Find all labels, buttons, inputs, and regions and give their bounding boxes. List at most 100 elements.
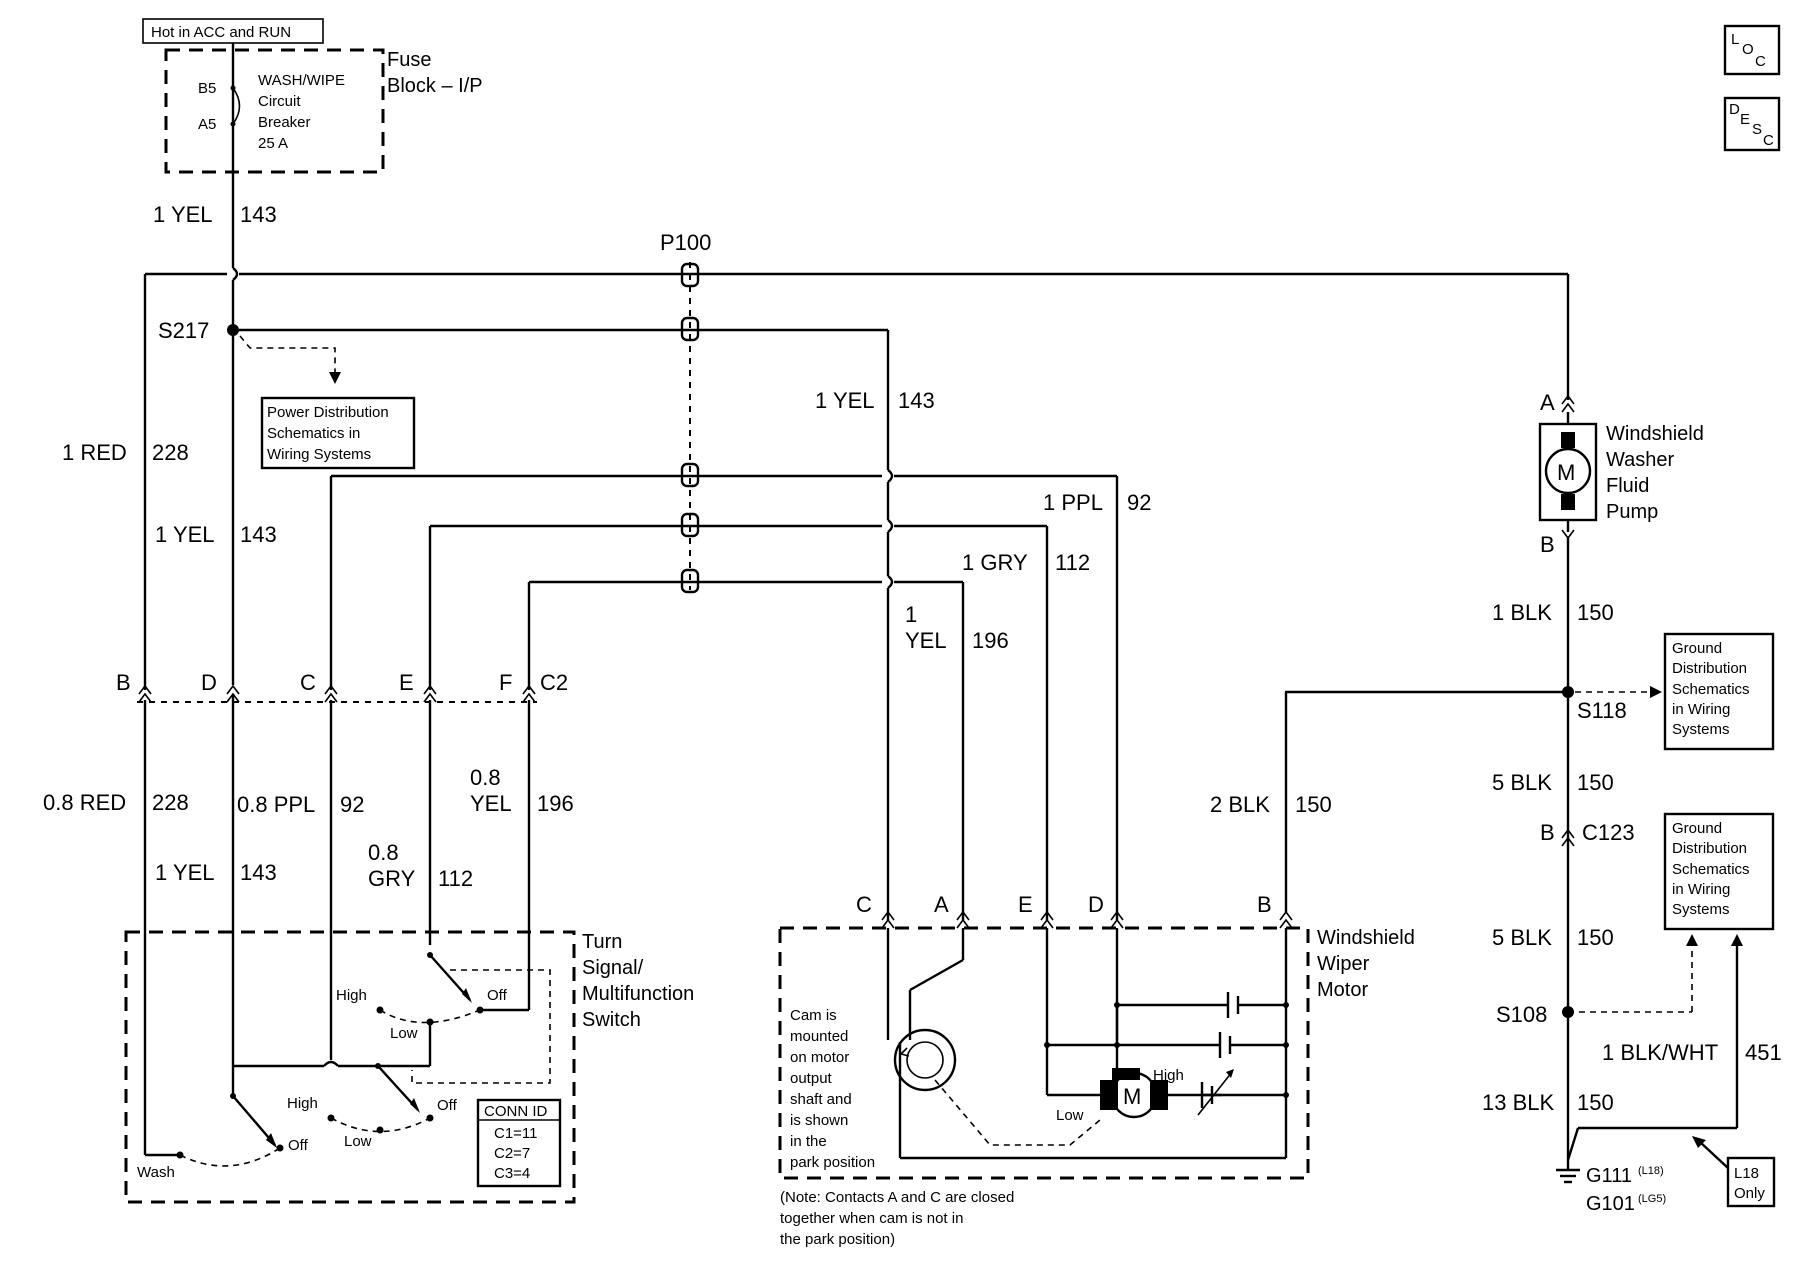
wire-circuit-112-lower: 112 bbox=[438, 866, 473, 891]
wire-gry-112 bbox=[428, 524, 1049, 945]
wiper-low-label: Low bbox=[1056, 1107, 1084, 1124]
svg-text:Multifunction: Multifunction bbox=[582, 983, 694, 1005]
wire-label-ppl-92: 1 PPL bbox=[1043, 490, 1103, 515]
wire-label-gry-112: 1 GRY bbox=[962, 550, 1028, 575]
loc-icon: L O C bbox=[1723, 24, 1781, 76]
multifunction-switch: Turn Signal/ Multifunction Switch High L… bbox=[124, 930, 694, 1204]
wiper-pin-a: A bbox=[934, 892, 949, 917]
wire-blkwht-451 bbox=[1566, 934, 1743, 1161]
svg-text:mounted: mounted bbox=[790, 1028, 848, 1045]
wiper-connector: C A E D B bbox=[856, 892, 1293, 929]
ground-icon bbox=[1556, 1168, 1580, 1184]
wire-label-yel-143-left: 1 YEL bbox=[155, 522, 215, 547]
svg-text:Systems: Systems bbox=[1672, 721, 1730, 738]
switch-wash: Wash bbox=[137, 1164, 175, 1181]
c2-pin-e: E bbox=[399, 670, 414, 695]
contacts-note: (Note: Contacts A and C are closed toget… bbox=[780, 1189, 1014, 1248]
svg-text:shaft and: shaft and bbox=[790, 1091, 852, 1108]
svg-text:Signal/: Signal/ bbox=[582, 957, 644, 979]
svg-text:Distribution: Distribution bbox=[1672, 660, 1747, 677]
svg-text:Wiring Systems: Wiring Systems bbox=[267, 446, 371, 463]
wire-label-gry-112-lower-1: 0.8 bbox=[368, 840, 399, 865]
wire-circuit-196: 196 bbox=[972, 628, 1009, 653]
svg-text:C1=11: C1=11 bbox=[494, 1125, 538, 1142]
svg-text:Power Distribution: Power Distribution bbox=[267, 404, 389, 421]
svg-text:in the: in the bbox=[790, 1133, 827, 1150]
wire-label-red-228-lower: 0.8 RED bbox=[43, 790, 126, 815]
switch-high-2: High bbox=[287, 1095, 318, 1112]
wire-circuit-196-lower: 196 bbox=[537, 791, 574, 816]
wire-circuit-451: 451 bbox=[1745, 1040, 1782, 1065]
p100-label: P100 bbox=[660, 230, 711, 255]
g101-sup: (LG5) bbox=[1638, 1193, 1666, 1205]
fuse-pin-b5: B5 bbox=[198, 80, 216, 97]
wire-circuit-228-lower: 228 bbox=[152, 790, 189, 815]
wire-circuit-92: 92 bbox=[1127, 490, 1151, 515]
ground-distribution-ref-1: Ground Distribution Schematics in Wiring… bbox=[1663, 632, 1775, 751]
svg-text:Switch: Switch bbox=[582, 1009, 641, 1031]
wire-red-228 bbox=[143, 272, 1570, 1155]
s217-splice: S217 bbox=[158, 318, 894, 920]
wiper-high-label: High bbox=[1153, 1067, 1184, 1084]
s108-label: S108 bbox=[1496, 1002, 1547, 1027]
wire-label-blk-150-pump: 1 BLK bbox=[1492, 600, 1552, 625]
wire-blk-150 bbox=[1284, 538, 1698, 1170]
wire-label-blk-150-2: 2 BLK bbox=[1210, 792, 1270, 817]
wire-yel-196 bbox=[527, 580, 965, 1000]
svg-text:O: O bbox=[1742, 41, 1754, 58]
svg-text:Motor: Motor bbox=[1317, 979, 1368, 1001]
g111-label: G111 bbox=[1586, 1165, 1632, 1187]
svg-text:L18: L18 bbox=[1734, 1165, 1759, 1182]
svg-text:Washer: Washer bbox=[1606, 449, 1675, 471]
switch-low-1: Low bbox=[390, 1025, 418, 1042]
s217-label: S217 bbox=[158, 318, 209, 343]
svg-text:C2=7: C2=7 bbox=[494, 1145, 530, 1162]
ground-distribution-ref-2: Ground Distribution Schematics in Wiring… bbox=[1663, 812, 1775, 931]
desc-icon: D E S C bbox=[1723, 96, 1781, 152]
power-source-label: Hot in ACC and RUN bbox=[151, 24, 291, 41]
svg-text:C: C bbox=[1755, 53, 1766, 70]
svg-text:Only: Only bbox=[1734, 1185, 1765, 1202]
wire-circuit-150-2: 150 bbox=[1295, 792, 1332, 817]
breaker-line-4: 25 A bbox=[258, 135, 288, 152]
g111-sup: (L18) bbox=[1638, 1165, 1664, 1177]
wiper-pin-e: E bbox=[1018, 892, 1033, 917]
wire-143-main bbox=[231, 43, 239, 1060]
l18-only-note: L18 Only bbox=[1692, 1136, 1776, 1208]
wire-label-yel-196-lower-1: 0.8 bbox=[470, 765, 501, 790]
svg-text:L: L bbox=[1731, 31, 1739, 48]
svg-text:Pump: Pump bbox=[1606, 501, 1658, 523]
wire-circuit-150-13: 150 bbox=[1577, 1090, 1614, 1115]
wire-label-yel: 1 YEL bbox=[153, 202, 213, 227]
svg-text:S: S bbox=[1752, 121, 1762, 138]
c2-connector: B D C E F C2 bbox=[116, 670, 568, 703]
pump-pin-a: A bbox=[1540, 390, 1555, 415]
wire-label-yel-196-2: YEL bbox=[905, 628, 947, 653]
wire-circuit-112: 112 bbox=[1055, 550, 1090, 575]
svg-text:output: output bbox=[790, 1070, 833, 1087]
svg-text:park position: park position bbox=[790, 1154, 875, 1171]
svg-text:M: M bbox=[1123, 1084, 1141, 1109]
wire-label-blk-150-13: 13 BLK bbox=[1482, 1090, 1554, 1115]
wire-circuit-92-lower: 92 bbox=[340, 792, 364, 817]
wiper-pin-b: B bbox=[1257, 892, 1272, 917]
power-distribution-ref: Power Distribution Schematics in Wiring … bbox=[260, 396, 416, 470]
svg-text:Cam is: Cam is bbox=[790, 1007, 837, 1024]
wire-label-yel-143-lower: 1 YEL bbox=[155, 860, 215, 885]
fuse-block-subtitle: Block – I/P bbox=[387, 75, 483, 97]
fuse-block-title: Fuse bbox=[387, 49, 431, 71]
c2-pin-d: D bbox=[201, 670, 217, 695]
breaker-line-1: WASH/WIPE bbox=[258, 72, 345, 89]
wire-circuit-150-pump: 150 bbox=[1577, 600, 1614, 625]
g101-label: G101 bbox=[1586, 1193, 1635, 1215]
power-source-box: Hot in ACC and RUN bbox=[142, 18, 324, 44]
wire-label-blk-150-5a: 5 BLK bbox=[1492, 770, 1552, 795]
switch-high-1: High bbox=[336, 987, 367, 1004]
switch-off-3: Off bbox=[288, 1137, 309, 1154]
wire-label-gry-112-lower-2: GRY bbox=[368, 866, 416, 891]
wire-label-blkwht-451: 1 BLK/WHT bbox=[1602, 1040, 1718, 1065]
breaker-line-3: Breaker bbox=[258, 114, 311, 131]
wire-label-ppl-92-lower: 0.8 PPL bbox=[237, 792, 315, 817]
wire-label-red-228: 1 RED bbox=[62, 440, 127, 465]
conn-id-table: CONN ID C1=11 C2=7 C3=4 bbox=[476, 1098, 562, 1188]
